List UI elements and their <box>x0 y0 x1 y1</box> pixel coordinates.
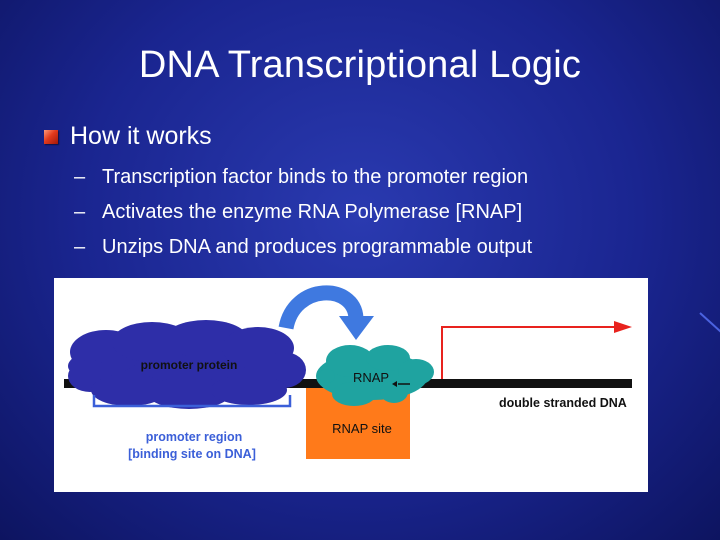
slide-title: DNA Transcriptional Logic <box>138 44 582 86</box>
bullet-text: How it works <box>70 122 212 150</box>
sub-bullet-list: – Transcription factor binds to the prom… <box>74 160 532 265</box>
activation-arrowhead <box>339 316 374 340</box>
rnap-label: RNAP <box>353 370 389 385</box>
sub-bullet-text: Transcription factor binds to the promot… <box>102 166 529 188</box>
promoter-region-label-line1: promoter region <box>146 430 243 444</box>
promoter-region-label-line2: [binding site on DNA] <box>128 447 256 461</box>
sub-bullet-2: – Activates the enzyme RNA Polymerase [R… <box>74 195 532 230</box>
dash-icon: – <box>74 236 86 258</box>
rnap-site-label: RNAP site <box>332 421 392 436</box>
dna-label: double stranded DNA <box>499 396 627 410</box>
transcription-diagram: promoter protein RNAP RNAP site double s… <box>54 278 648 492</box>
sub-bullet-3: – Unzips DNA and produces programmable o… <box>74 230 532 265</box>
bullet-how-it-works: How it works <box>44 122 212 151</box>
promoter-protein-label: promoter protein <box>141 358 238 372</box>
sub-bullet-text: Unzips DNA and produces programmable out… <box>102 236 533 258</box>
promoter-region-bracket <box>92 395 292 408</box>
activation-arrow <box>278 285 364 330</box>
dash-icon: – <box>74 201 86 223</box>
rnap-blob <box>316 345 434 406</box>
output-arrow-line <box>441 326 619 384</box>
decorative-line <box>699 312 720 334</box>
rnap-direction-arrowhead <box>392 381 397 387</box>
sub-bullet-1: – Transcription factor binds to the prom… <box>74 160 532 195</box>
dash-icon: – <box>74 166 86 188</box>
promoter-protein-cloud <box>68 320 306 409</box>
sub-bullet-text: Activates the enzyme RNA Polymerase [RNA… <box>102 201 523 223</box>
bullet-square-icon <box>44 129 58 144</box>
output-arrowhead <box>614 321 632 333</box>
